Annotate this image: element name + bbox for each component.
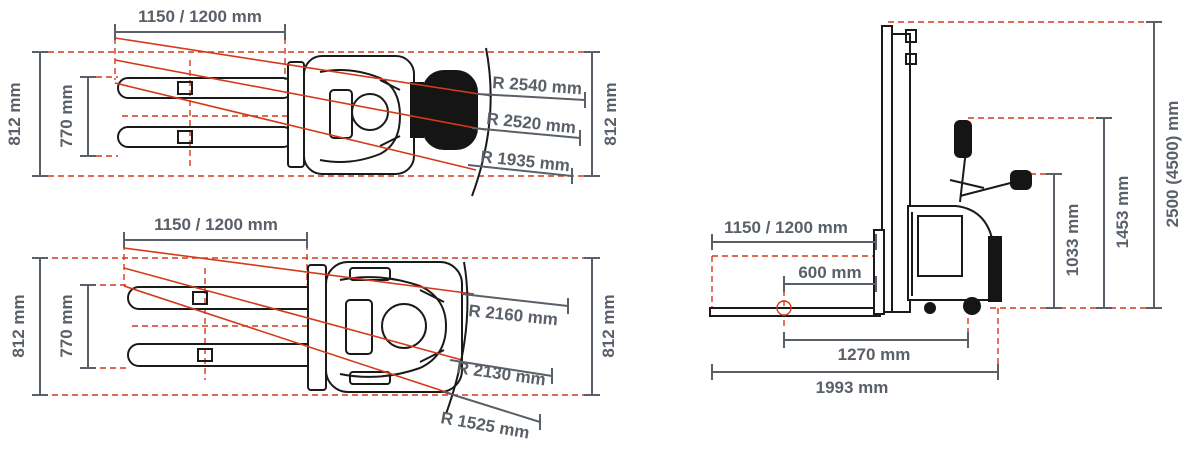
top2-fork-spread: 770 mm xyxy=(57,294,76,357)
top1-fork-spread: 770 mm xyxy=(57,84,76,147)
fork-lower xyxy=(117,126,294,148)
top-view-1: 1150 / 1200 mm 812 mm 770 mm 812 mm R 25… xyxy=(5,7,620,197)
side-fork-length: 1150 / 1200 mm xyxy=(724,218,848,237)
side-overall-length: 1993 mm xyxy=(816,378,889,397)
fork-upper-2 xyxy=(127,286,319,310)
truck-body-top-2 xyxy=(307,261,463,393)
side-truck xyxy=(709,25,1032,317)
top1-overall-width-right: 812 mm xyxy=(601,82,620,145)
side-handle-high: 1453 mm xyxy=(1113,176,1132,249)
top2-radius-3: R 1525 mm xyxy=(439,408,531,442)
top2-width-label: 1150 / 1200 mm xyxy=(154,215,278,234)
top1-width-label: 1150 / 1200 mm xyxy=(138,7,262,26)
top2-radius-2: R 2130 mm xyxy=(455,358,547,389)
top2-radius-1: R 2160 mm xyxy=(468,301,559,329)
side-handle-low: 1033 mm xyxy=(1063,204,1082,277)
side-mast-height: 2500 (4500) mm xyxy=(1163,101,1182,228)
fork-lower-2 xyxy=(127,343,319,367)
top-view-2: 1150 / 1200 mm 812 mm 770 mm 812 mm R 21… xyxy=(9,215,618,443)
top2-overall-width-left: 812 mm xyxy=(9,294,28,357)
truck-body-top-1 xyxy=(287,55,478,175)
top1-overall-width-left: 812 mm xyxy=(5,82,24,145)
side-wheelbase: 1270 mm xyxy=(838,345,911,364)
side-load-center: 600 mm xyxy=(798,263,861,282)
top1-radius-1: R 2540 mm xyxy=(492,73,583,98)
top2-overall-width-right: 812 mm xyxy=(599,294,618,357)
side-view: 1150 / 1200 mm 600 mm 1270 mm 1993 mm 10… xyxy=(709,21,1182,397)
